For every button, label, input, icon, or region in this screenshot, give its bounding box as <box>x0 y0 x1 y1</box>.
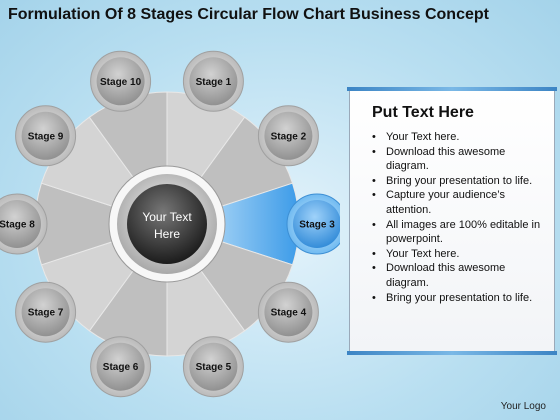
list-item: All images are 100% editable in powerpoi… <box>372 218 550 247</box>
stage-label: Stage 7 <box>28 308 64 319</box>
stage-node: Stage 8 <box>0 193 48 255</box>
stage-circle <box>264 288 313 337</box>
circular-flow-diagram: Stage 1 Stage 2 Stage 3 Stage 4 Stage 5 Stage… <box>0 50 340 398</box>
stage-label: Stage 3 <box>299 220 335 231</box>
stage-circle <box>264 111 313 160</box>
panel-bottom-bar <box>347 351 557 355</box>
list-item: Bring your presentation to life. <box>372 291 550 306</box>
stage-circle <box>189 342 238 391</box>
stage-node: Stage 9 <box>15 105 77 167</box>
stage-node: Stage 5 <box>182 336 244 398</box>
stage-label: Stage 8 <box>0 220 35 231</box>
center-text-line: Your Text <box>142 210 192 224</box>
stage-node: Stage 1 <box>182 50 244 112</box>
list-item: Your Text here. <box>372 247 550 262</box>
list-item: Capture your audience’s attention. <box>372 188 550 217</box>
page-title: Formulation Of 8 Stages Circular Flow Ch… <box>8 6 489 23</box>
stage-node: Stage 7 <box>15 281 77 343</box>
stage-label: Stage 6 <box>103 362 139 373</box>
panel-heading: Put Text Here <box>372 104 474 121</box>
stage-circle <box>96 57 145 106</box>
stage-label: Stage 10 <box>100 77 142 88</box>
stage-circle <box>293 200 340 248</box>
bullet-list: Your Text here. Download this awesome di… <box>372 130 550 305</box>
list-item: Download this awesome diagram. <box>372 261 550 290</box>
list-item: Your Text here. <box>372 130 550 145</box>
stage-circle <box>21 111 70 160</box>
stage-node: Stage 2 <box>257 105 319 167</box>
text-panel: Put Text Here Your Text here. Download t… <box>347 87 557 355</box>
stage-label: Stage 1 <box>196 77 232 88</box>
stage-label: Stage 4 <box>271 308 307 319</box>
stage-circle <box>189 57 238 106</box>
panel-top-bar <box>347 87 557 91</box>
center-core <box>127 184 207 264</box>
center-text-line: Here <box>154 227 180 241</box>
stage-node: Stage 3 <box>286 193 340 255</box>
logo-text: Your Logo <box>500 401 546 412</box>
stage-circle <box>21 288 70 337</box>
stage-node: Stage 10 <box>90 50 152 112</box>
stage-node: Stage 4 <box>257 281 319 343</box>
stage-label: Stage 5 <box>196 362 232 373</box>
list-item: Bring your presentation to life. <box>372 174 550 189</box>
stage-label: Stage 2 <box>271 131 307 142</box>
stage-label: Stage 9 <box>28 131 64 142</box>
list-item: Download this awesome diagram. <box>372 145 550 174</box>
stage-circle <box>0 200 41 248</box>
stage-node: Stage 6 <box>90 336 152 398</box>
stage-circle <box>96 342 145 391</box>
